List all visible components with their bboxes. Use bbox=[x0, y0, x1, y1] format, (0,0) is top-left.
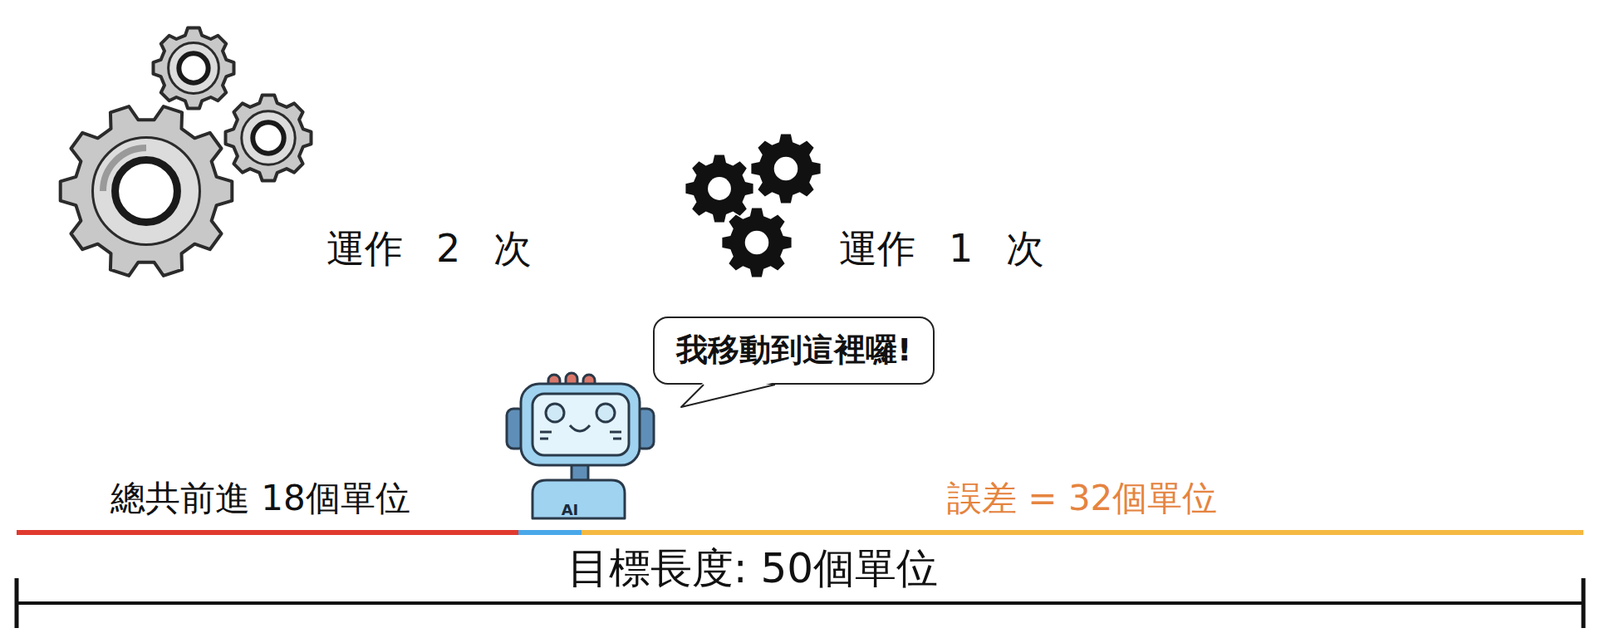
gear-hole bbox=[115, 160, 178, 223]
text-label: AI bbox=[561, 500, 580, 520]
bubble-text: 我移動到這裡囉! bbox=[676, 331, 912, 369]
gear-hole bbox=[707, 176, 732, 201]
text-label: 目標長度: 50個單位 bbox=[567, 543, 938, 594]
speech-bubble: 我移動到這裡囉! bbox=[652, 316, 935, 385]
gear-gray bbox=[225, 95, 312, 182]
robot-icon bbox=[506, 373, 654, 519]
gear-hole bbox=[252, 122, 284, 153]
dimension-tick bbox=[14, 578, 20, 629]
gear-gray bbox=[153, 28, 235, 109]
gear-gray bbox=[60, 106, 233, 276]
progress-red bbox=[16, 530, 519, 535]
text-label: 誤差 = 32個單位 bbox=[947, 477, 1218, 520]
tail-outline bbox=[681, 384, 776, 408]
text-label: 運作 2 次 bbox=[326, 225, 532, 272]
gear-ring bbox=[241, 111, 295, 165]
gear-black bbox=[721, 207, 791, 277]
error-yellow bbox=[581, 530, 1584, 535]
gear-ring bbox=[93, 137, 201, 246]
gear-hole bbox=[745, 230, 770, 256]
dimension-line bbox=[16, 601, 1584, 605]
bubble-tail bbox=[677, 382, 778, 411]
gear-black bbox=[685, 154, 753, 222]
text-label: 運作 1 次 bbox=[839, 225, 1045, 272]
progress-blue bbox=[518, 530, 582, 535]
text-label: 總共前進 18個單位 bbox=[110, 477, 411, 520]
gear-hole bbox=[178, 53, 208, 83]
tail-fill bbox=[681, 382, 776, 408]
gear-group bbox=[60, 28, 821, 278]
gear-ring bbox=[168, 43, 220, 94]
gear-black bbox=[750, 133, 820, 203]
gear-hole bbox=[774, 157, 799, 182]
dimension-tick bbox=[1581, 578, 1586, 629]
